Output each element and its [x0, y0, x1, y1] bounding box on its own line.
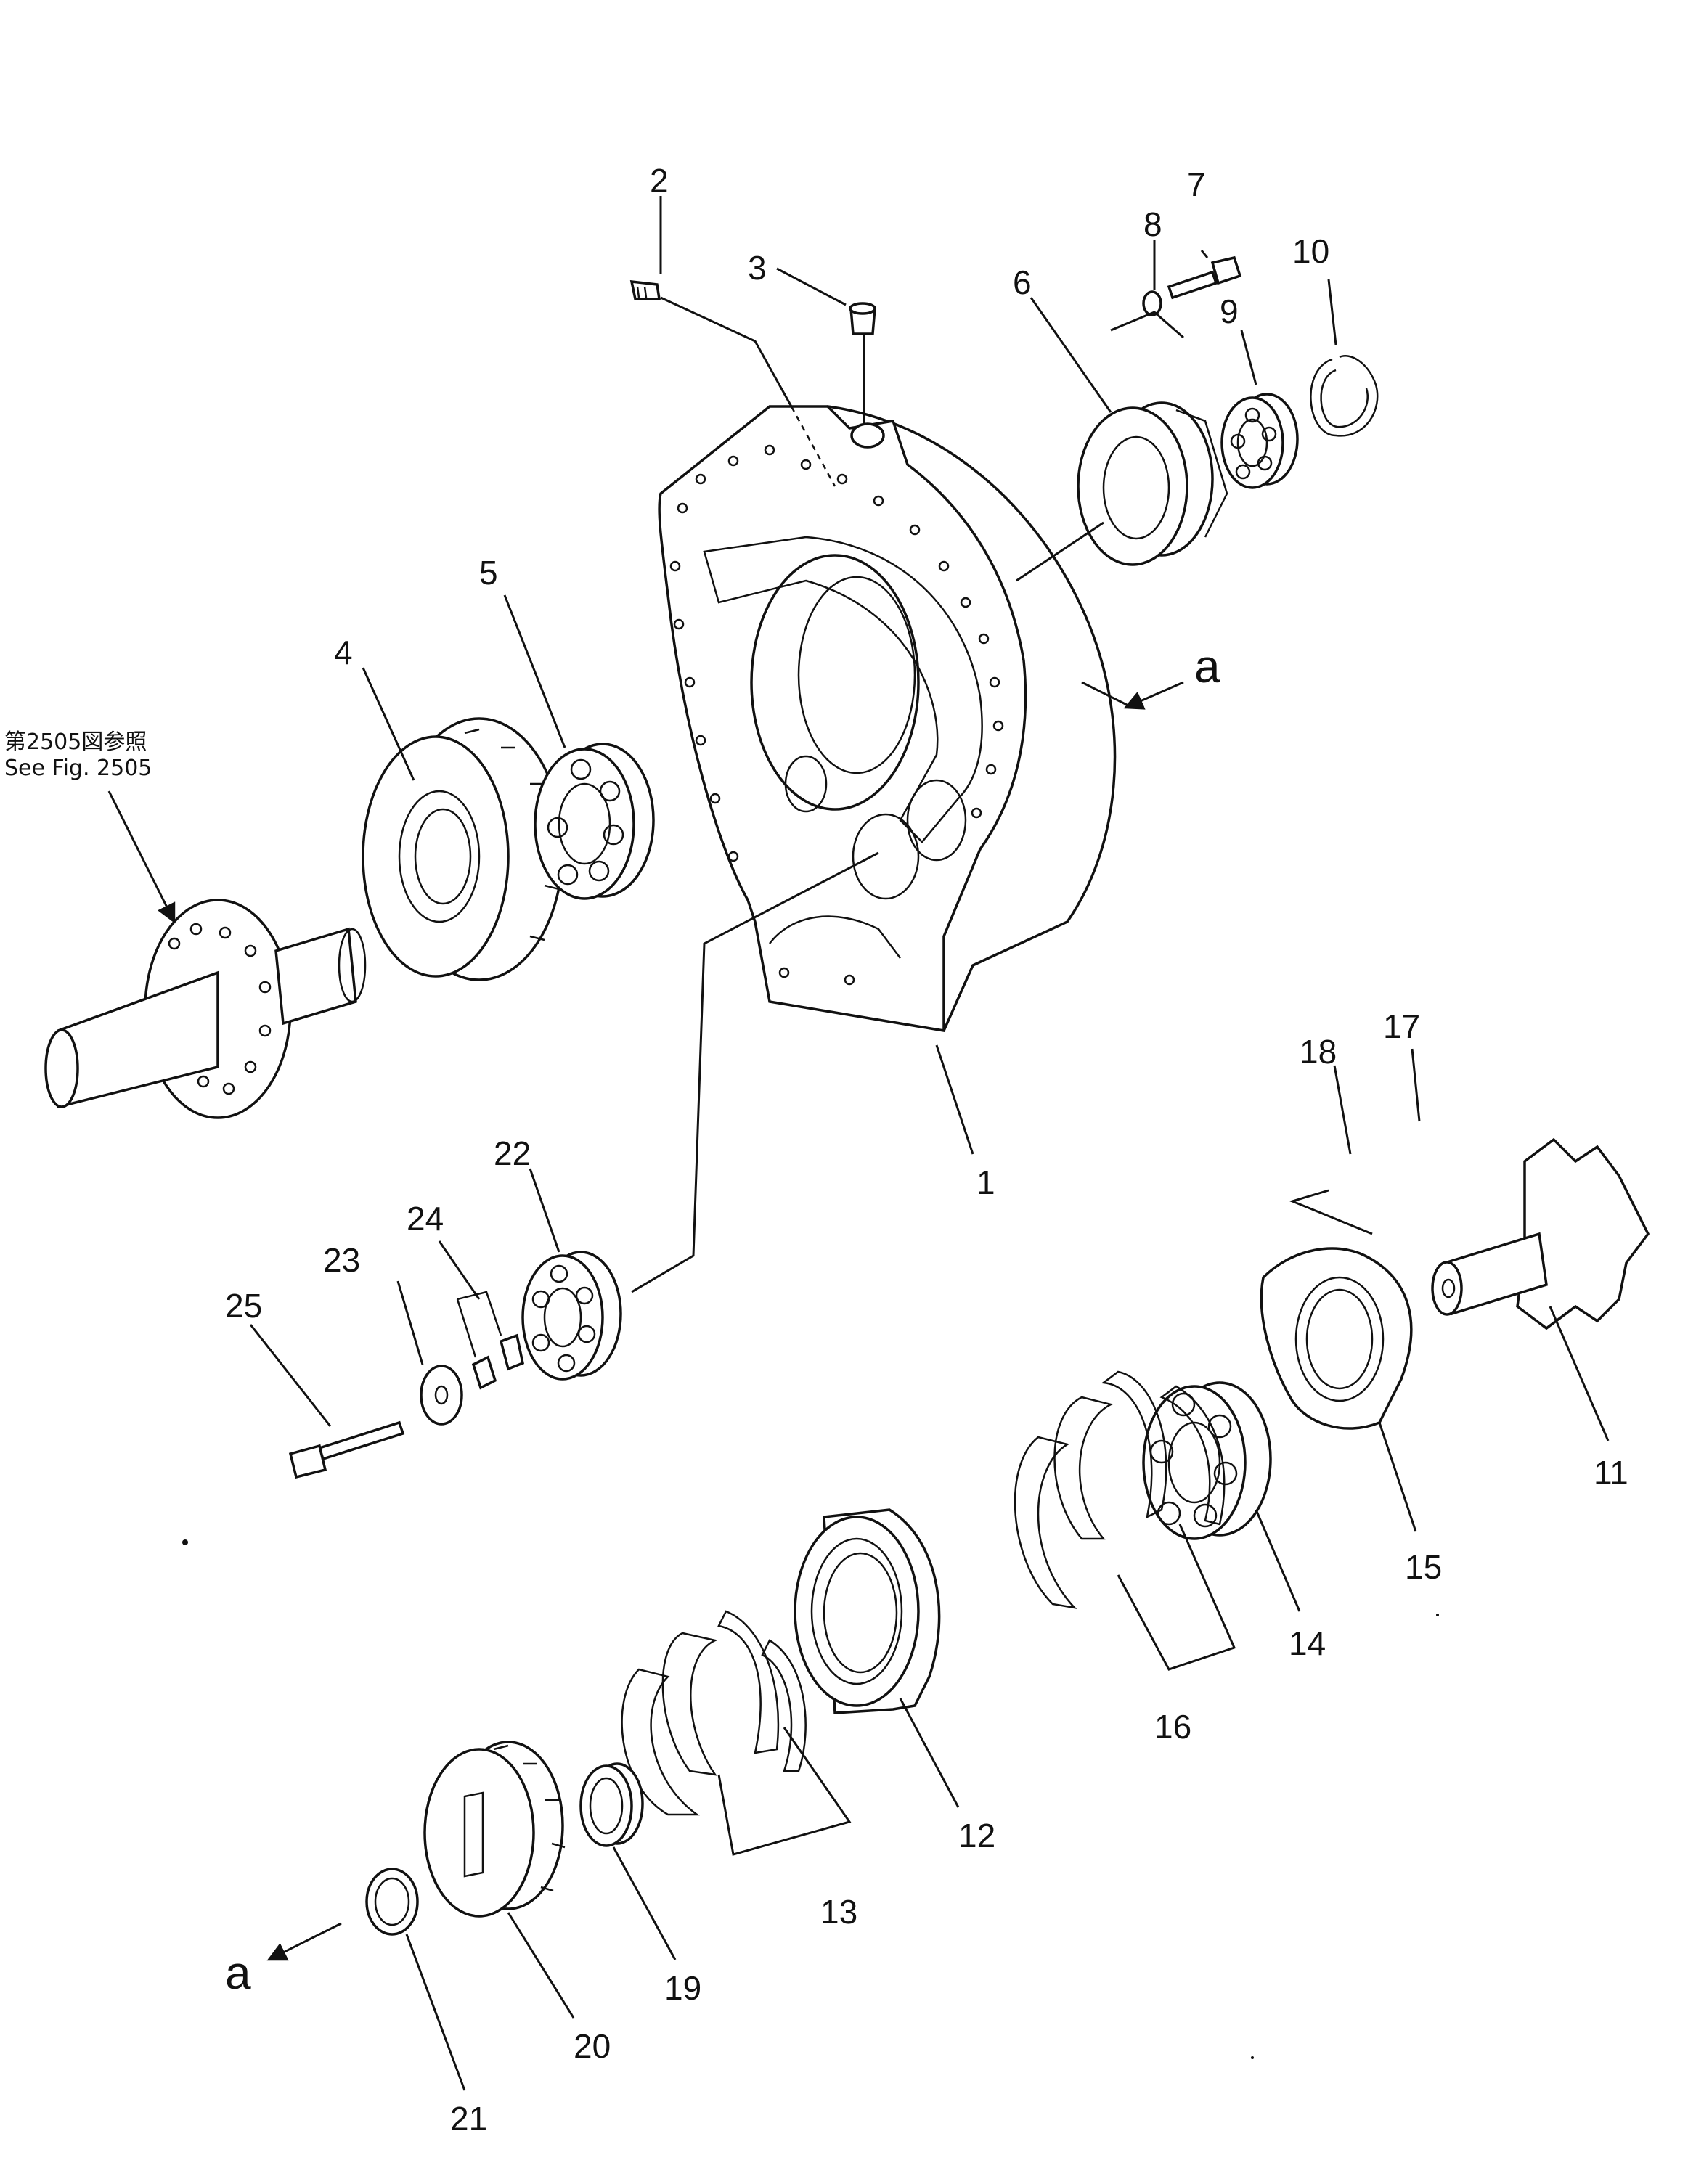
label-part-5: 5 [479, 554, 498, 592]
bearing-part-14 [1142, 1381, 1272, 1540]
label-part-4: 4 [334, 634, 353, 671]
label-part-7: 7 [1187, 165, 1206, 203]
label-part-8: 8 [1143, 205, 1162, 243]
reference-note-jp: 第2505図参照 [4, 729, 147, 755]
gear-part-20 [423, 1741, 566, 1918]
bearing-part-9 [1220, 393, 1299, 489]
label-part-2: 2 [650, 162, 669, 200]
label-part-17: 17 [1383, 1007, 1420, 1045]
housing-part-1 [658, 405, 1117, 1033]
label-part-25: 25 [225, 1287, 262, 1325]
label-part-11: 11 [1594, 1454, 1628, 1492]
bolt-part-7 [1167, 255, 1242, 300]
reference-note-en: See Fig. 2505 [4, 756, 152, 781]
leader-lines [107, 196, 1610, 2091]
label-part-23: 23 [323, 1241, 360, 1279]
scan-specks [182, 1539, 1439, 2059]
shim-part-24 [456, 1291, 525, 1390]
part-labels: 2 3 6 7 8 9 10 4 5 1 22 24 23 25 17 18 1… [4, 162, 1628, 2138]
label-part-1: 1 [976, 1163, 995, 1201]
label-part-16: 16 [1154, 1708, 1191, 1746]
label-part-3: 3 [748, 249, 767, 287]
bearing-part-22 [521, 1251, 622, 1381]
view-marker-a-bottom: a [225, 1947, 251, 1999]
bolt-part-25 [288, 1420, 405, 1479]
label-part-20: 20 [574, 2027, 611, 2065]
plug-part-2 [629, 279, 661, 300]
label-part-24: 24 [407, 1200, 444, 1238]
label-part-6: 6 [1013, 263, 1032, 301]
label-part-9: 9 [1220, 293, 1239, 330]
retainer-part-15 [1260, 1247, 1413, 1430]
bearing-part-5 [534, 743, 655, 900]
label-part-18: 18 [1300, 1033, 1337, 1071]
label-part-14: 14 [1289, 1624, 1326, 1662]
view-marker-a-top: a [1194, 640, 1220, 692]
label-part-15: 15 [1405, 1548, 1442, 1586]
cage-part-12 [794, 1508, 941, 1714]
label-part-10: 10 [1292, 232, 1329, 270]
label-part-12: 12 [958, 1817, 995, 1854]
spacer-part-19 [579, 1762, 644, 1847]
pinion-shaft-part-11 [1431, 1137, 1650, 1330]
label-part-22: 22 [494, 1134, 531, 1172]
label-part-13: 13 [820, 1893, 857, 1931]
bushing-part-3 [849, 302, 876, 335]
shims-part-13 [621, 1610, 807, 1816]
shaft-reference-fig-2505 [44, 899, 367, 1119]
gear-part-4 [362, 717, 564, 981]
bearing-cage-part-6 [1077, 401, 1228, 566]
snap-ring-part-10 [1310, 355, 1379, 437]
washer-part-8 [1142, 290, 1162, 316]
shims-part-16 [1014, 1370, 1226, 1609]
washer-part-23 [420, 1365, 463, 1426]
ring-part-21 [365, 1868, 419, 1936]
label-part-21: 21 [450, 2100, 487, 2138]
label-part-19: 19 [664, 1969, 701, 2007]
